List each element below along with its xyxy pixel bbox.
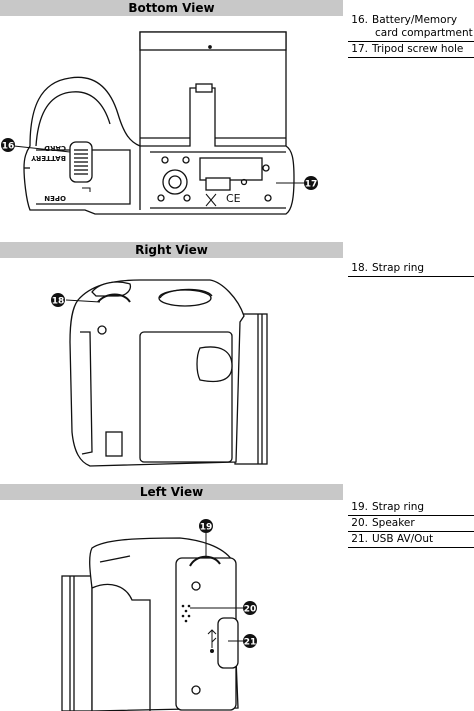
bottom-view-figure: CE BATTERY CARD OPEN 16 17: [0, 18, 330, 228]
left-view-figure: 19 20 21: [0, 508, 330, 711]
legend-item-21: 21.USB AV/Out: [348, 532, 474, 548]
legend-item-20: 20.Speaker: [348, 516, 474, 532]
legend-item-17: 17.Tripod screw hole: [348, 42, 474, 58]
left-view-header: Left View: [0, 484, 343, 500]
svg-text:CE: CE: [226, 192, 241, 205]
callout-17-label: 17: [305, 180, 318, 190]
callout-20-label: 20: [244, 605, 257, 615]
legend-item-16: 16.Battery/Memory card compartment: [348, 13, 474, 42]
right-view-header: Right View: [0, 242, 343, 258]
door-label-open: OPEN: [44, 194, 66, 202]
callout-19-label: 19: [200, 523, 213, 533]
callout-18-marker: [51, 293, 65, 307]
callout-18-label: 18: [52, 297, 65, 307]
legend-item-19: 19.Strap ring: [348, 500, 474, 516]
legend-item-18: 18.Strap ring: [348, 261, 474, 277]
callout-21-label: 21: [244, 638, 257, 648]
bottom-view-legend: 16.Battery/Memory card compartment 17.Tr…: [348, 13, 474, 58]
callout-21-marker: [243, 634, 257, 648]
callout-19-marker: [199, 519, 213, 533]
right-view-figure: 18: [0, 262, 330, 482]
callout-16-label: 16: [2, 142, 15, 152]
right-view-legend: 18.Strap ring: [348, 261, 474, 277]
callout-16-marker: [1, 138, 15, 152]
left-view-legend: 19.Strap ring 20.Speaker 21.USB AV/Out: [348, 500, 474, 548]
callout-20-marker: [243, 601, 257, 615]
door-label-card: CARD: [44, 144, 66, 152]
bottom-view-header: Bottom View: [0, 0, 343, 16]
door-label-battery: BATTERY: [30, 154, 66, 162]
callout-17-marker: [304, 176, 318, 190]
